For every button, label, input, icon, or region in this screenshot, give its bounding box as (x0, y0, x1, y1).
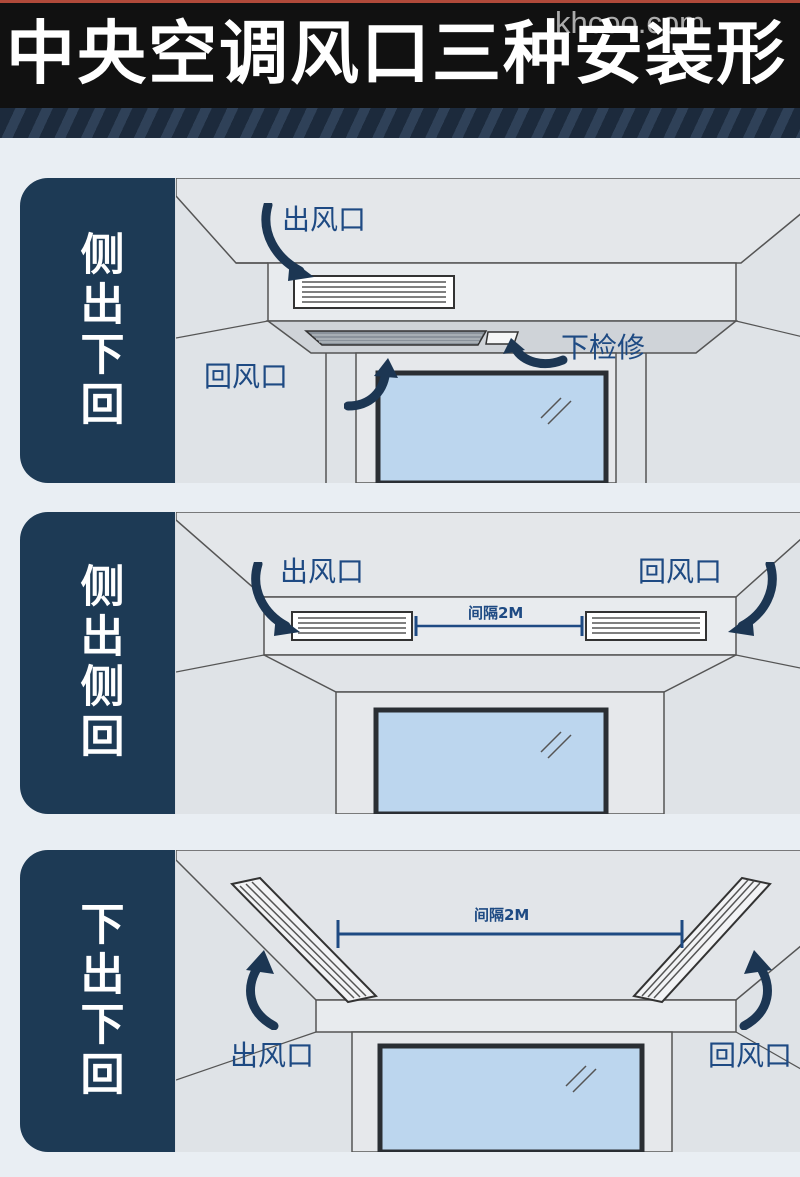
curved-arrow-icon (246, 950, 279, 1030)
curved-arrow-icon (503, 338, 568, 368)
panel-label: 侧出侧回 (72, 563, 124, 763)
outlet-label: 出风口 (230, 1039, 315, 1072)
access-label: 下检修 (561, 331, 646, 364)
panel-label-box: 侧出侧回 (20, 512, 175, 814)
return-label: 回风口 (638, 555, 723, 588)
panel-label-box: 下出下回 (20, 850, 175, 1152)
spacing-label: 间隔2M (468, 604, 524, 622)
panel-side-out-side-return: 侧出侧回 (20, 512, 800, 814)
curved-arrow-icon (261, 203, 314, 281)
room-illustration (176, 512, 800, 814)
room-illustration (176, 178, 800, 483)
scene-diagram: 出风口 回风口 下检修 (176, 178, 800, 483)
panel-label: 侧出下回 (72, 230, 124, 431)
decorative-stripe (0, 108, 800, 138)
panel-side-out-bottom-return: 侧出下回 (20, 178, 800, 483)
watermark: khcoo.com (555, 5, 705, 40)
panel-bottom-out-bottom-return: 下出下回 (20, 850, 800, 1152)
outlet-label: 出风口 (282, 203, 367, 236)
header-banner: 中央空调风口三种安装形 khcoo.com (0, 0, 800, 108)
page-title: 中央空调风口三种安装形 (6, 14, 787, 94)
scene-diagram: 出风口 回风口 间隔2M (176, 850, 800, 1152)
curved-arrow-icon (739, 950, 772, 1030)
spacing-label: 间隔2M (474, 906, 530, 924)
curved-arrow-icon (344, 358, 398, 411)
scene-diagram: 出风口 回风口 间隔2M (176, 512, 800, 814)
outlet-label: 出风口 (280, 555, 365, 588)
room-illustration (176, 850, 800, 1152)
return-label: 回风口 (204, 360, 289, 393)
curved-arrow-icon (728, 562, 777, 636)
panel-label-box: 侧出下回 (20, 178, 175, 483)
panel-label: 下出下回 (72, 901, 124, 1101)
curved-arrow-icon (251, 562, 300, 636)
return-label: 回风口 (708, 1039, 793, 1072)
